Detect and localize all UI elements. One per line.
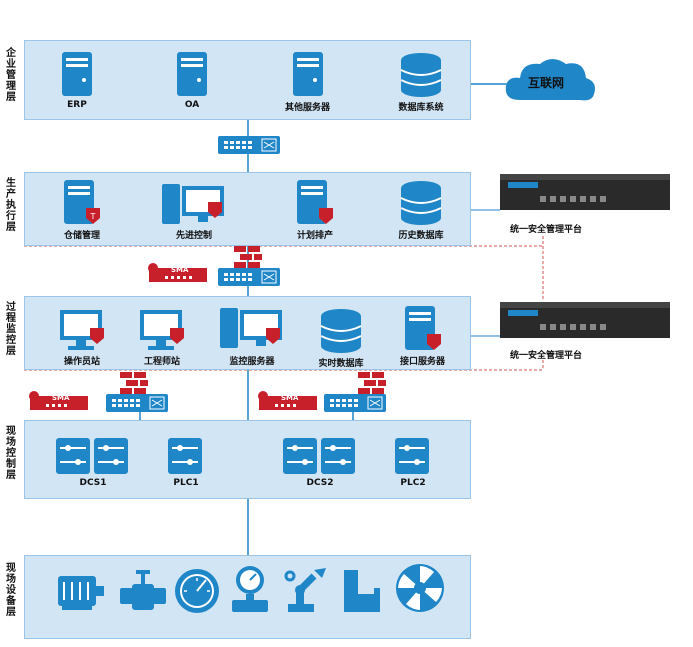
firewall-icon bbox=[358, 372, 388, 398]
controller-icon bbox=[395, 438, 429, 474]
sma-device: SMA bbox=[145, 262, 209, 288]
controller-icon bbox=[168, 438, 202, 474]
platform-label-1: 统一安全管理平台 bbox=[510, 225, 583, 235]
sma-label: SMA bbox=[281, 394, 299, 402]
sma-label: SMA bbox=[52, 394, 70, 402]
server-icon: T bbox=[64, 180, 100, 224]
database-icon bbox=[320, 309, 362, 353]
workstation-icon bbox=[220, 308, 282, 348]
motor-icon bbox=[54, 568, 106, 618]
field-control-layer-label: 现场控制层 bbox=[6, 426, 16, 481]
oa-server[interactable]: OA bbox=[175, 50, 209, 110]
database-label: 数据库系统 bbox=[398, 103, 444, 113]
server-icon bbox=[292, 52, 323, 96]
network-switch bbox=[218, 268, 280, 290]
warehouse-label: 仓储管理 bbox=[63, 231, 100, 241]
monitor-icon bbox=[140, 310, 184, 350]
plc2-controller[interactable]: PLC2 bbox=[395, 438, 431, 488]
firewall-icon bbox=[120, 372, 150, 398]
advanced-control-workstation[interactable]: 先进控制 bbox=[160, 180, 228, 241]
controller-icon bbox=[283, 438, 355, 474]
server-icon bbox=[177, 52, 207, 96]
plc2-label: PLC2 bbox=[400, 478, 426, 488]
gauge-icon bbox=[172, 566, 222, 620]
badge-t: T bbox=[90, 212, 96, 221]
database-system[interactable]: 数据库系统 bbox=[398, 52, 444, 113]
internet-label: 互联网 bbox=[528, 76, 565, 90]
fan-icon bbox=[394, 562, 446, 618]
other-server[interactable]: 其他服务器 bbox=[285, 50, 330, 113]
security-appliance bbox=[500, 170, 670, 216]
cloud-icon bbox=[505, 59, 595, 101]
realtime-database-label: 实时数据库 bbox=[318, 359, 364, 369]
dcs1-label: DCS1 bbox=[79, 478, 107, 488]
realtime-database[interactable]: 实时数据库 bbox=[318, 308, 364, 369]
workstation-icon bbox=[162, 184, 224, 224]
advanced-control-label: 先进控制 bbox=[175, 231, 212, 241]
valve-icon bbox=[118, 568, 168, 618]
history-database-label: 历史数据库 bbox=[398, 231, 444, 241]
monitoring-server[interactable]: 监控服务器 bbox=[218, 304, 286, 367]
operator-station-label: 操作员站 bbox=[63, 357, 100, 367]
pressure-transmitter-icon bbox=[228, 564, 272, 620]
plc1-controller[interactable]: PLC1 bbox=[168, 438, 204, 488]
server-icon bbox=[404, 306, 441, 350]
database-icon bbox=[400, 53, 442, 97]
enterprise-layer-band bbox=[24, 40, 471, 120]
network-switch bbox=[218, 136, 280, 158]
robot-arm-icon bbox=[282, 566, 332, 618]
controller-icon bbox=[56, 438, 128, 474]
plc1-label: PLC1 bbox=[173, 478, 199, 488]
sma-device: SMA bbox=[255, 390, 319, 416]
security-appliance bbox=[500, 298, 670, 344]
server-icon bbox=[297, 180, 333, 224]
dcs2-controller[interactable]: DCS2 bbox=[283, 438, 357, 488]
monitoring-server-label: 监控服务器 bbox=[229, 357, 275, 367]
other-server-label: 其他服务器 bbox=[285, 103, 331, 113]
production-layer-label: 生产执行层 bbox=[6, 178, 16, 233]
engineer-station[interactable]: 工程师站 bbox=[138, 306, 186, 367]
sma-device: SMA bbox=[26, 390, 90, 416]
monitor-icon bbox=[60, 310, 104, 350]
enterprise-layer-label: 企业管理层 bbox=[6, 48, 16, 103]
interface-server[interactable]: 接口服务器 bbox=[400, 304, 445, 367]
dcs2-label: DCS2 bbox=[306, 478, 334, 488]
history-database[interactable]: 历史数据库 bbox=[398, 180, 444, 241]
erp-label: ERP bbox=[67, 100, 87, 110]
platform-label-2: 统一安全管理平台 bbox=[510, 351, 583, 361]
database-icon bbox=[400, 181, 442, 225]
operator-station[interactable]: 操作员站 bbox=[58, 306, 106, 367]
erp-server[interactable]: ERP bbox=[60, 50, 94, 110]
field-device-layer-label: 现场设备层 bbox=[6, 563, 16, 618]
planning-server[interactable]: 计划排产 bbox=[295, 178, 335, 241]
firewall-icon bbox=[234, 246, 264, 272]
dcs1-controller[interactable]: DCS1 bbox=[56, 438, 130, 488]
interface-server-label: 接口服务器 bbox=[400, 357, 446, 367]
warehouse-server[interactable]: T 仓储管理 bbox=[62, 178, 102, 241]
server-icon bbox=[62, 52, 92, 96]
network-switch bbox=[324, 394, 386, 416]
network-switch bbox=[106, 394, 168, 416]
sma-label: SMA bbox=[171, 266, 189, 274]
planning-label: 计划排产 bbox=[296, 231, 333, 241]
process-layer-label: 过程监控层 bbox=[6, 302, 16, 357]
internet-cloud: 互联网 bbox=[500, 52, 600, 112]
press-machine-icon bbox=[340, 566, 384, 618]
engineer-station-label: 工程师站 bbox=[143, 357, 180, 367]
oa-label: OA bbox=[184, 100, 200, 110]
